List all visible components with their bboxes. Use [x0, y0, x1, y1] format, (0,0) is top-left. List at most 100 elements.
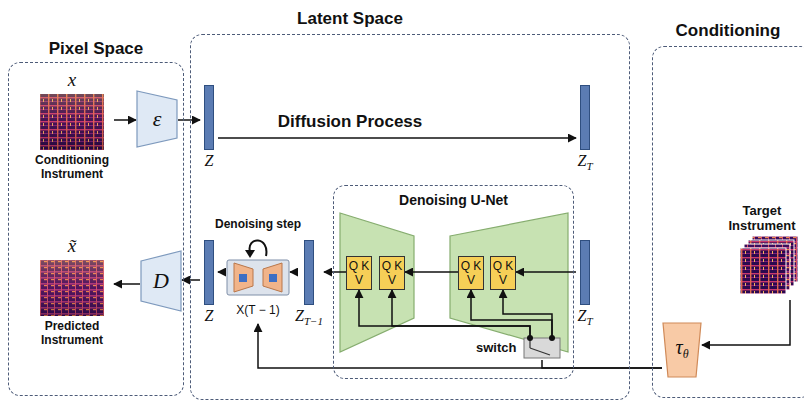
connector	[178, 119, 200, 121]
region-title: Latent Space	[190, 8, 510, 30]
spectrogram	[40, 94, 104, 150]
mini-square	[239, 274, 247, 282]
connector	[542, 360, 662, 368]
spectrogram	[40, 260, 104, 316]
region-title: Denoising U-Net	[333, 189, 574, 211]
connector	[290, 271, 294, 273]
switch-contact	[527, 335, 533, 341]
switch-box	[524, 338, 560, 358]
image-slot	[30, 94, 114, 150]
math-subscript: T	[586, 315, 592, 327]
math-label: x̃	[30, 236, 114, 256]
unet-decoder	[450, 213, 568, 352]
math-symbol: Z	[205, 307, 214, 324]
spectrogram-node: Target Instrument	[722, 203, 802, 300]
trapezoid	[663, 323, 701, 377]
mini-encoder	[234, 263, 253, 292]
vector-label: ZT−1	[294, 307, 324, 330]
block-symbol: D	[140, 250, 182, 312]
math-label: ZT−1	[295, 307, 323, 330]
vector-label: Z	[200, 152, 218, 170]
connector	[182, 279, 200, 281]
region-title: Pixel Space	[8, 38, 184, 60]
region-title: Conditioning	[652, 20, 804, 42]
spectrogram-glow	[40, 260, 104, 316]
connector	[503, 290, 552, 336]
decoder-block: D	[140, 250, 182, 312]
condition-encoder: τθ	[662, 322, 702, 378]
attention-label: Q K V	[347, 257, 371, 287]
connector	[405, 271, 458, 273]
denoising-step: Denoising stepX(T − 1)	[226, 216, 290, 324]
math-label: ZT	[577, 307, 592, 330]
caption: Predicted Instrument	[30, 319, 114, 347]
trapezoid	[141, 251, 181, 311]
connector	[218, 271, 226, 273]
region-panel: Pixel Space xConditioning Instrument εDx̃ P…	[8, 38, 184, 396]
region-panel: ConditioningTarget Instrument τθ	[652, 20, 804, 398]
attention-block: Q K V	[490, 256, 516, 290]
connector	[114, 119, 136, 121]
connector	[359, 290, 530, 336]
latent-vector: Z	[200, 85, 218, 170]
switch-label: switch	[476, 336, 516, 360]
vector-bar	[204, 240, 214, 305]
latent-vector: ZT−1	[294, 240, 324, 330]
mini-decoder	[263, 263, 282, 292]
vector-label: Z	[200, 307, 218, 325]
image-slot	[722, 236, 802, 300]
math-label: Z	[205, 307, 214, 325]
step-box	[227, 260, 289, 295]
math-symbol: Z	[577, 307, 586, 324]
vector-label: ZT	[576, 307, 594, 330]
switch-node: switch	[476, 336, 564, 360]
image-slot	[30, 260, 114, 316]
math-symbol: Z	[295, 307, 304, 324]
vector-bar	[204, 85, 214, 150]
step-label: X(T − 1)	[220, 302, 296, 318]
latent-vector: ZT	[576, 85, 594, 175]
switch-contact	[549, 335, 555, 341]
attention-block: Q K V	[379, 256, 405, 290]
attention-label: Q K V	[491, 257, 515, 287]
attention-block: Q K V	[346, 256, 372, 290]
latent-vector: Z	[200, 240, 218, 325]
math-label: x	[30, 70, 114, 90]
attention-label: Q K V	[459, 257, 483, 287]
loop-arrowhead	[245, 250, 255, 258]
spectrogram-glow	[40, 94, 104, 150]
spectrogram-stack	[740, 248, 786, 294]
connector	[324, 271, 346, 273]
spectrogram-node: x̃ Predicted Instrument	[30, 236, 114, 347]
mini-square	[269, 274, 277, 282]
spectrogram-node: xConditioning Instrument	[30, 70, 114, 181]
caption: Target Instrument	[722, 203, 802, 233]
encoder-block: ε	[136, 90, 178, 148]
math-symbol: Z	[205, 152, 214, 169]
connector	[218, 137, 576, 139]
unet-encoder	[340, 213, 414, 352]
math-symbol: Z	[577, 152, 586, 169]
edge-label: Diffusion Process	[276, 112, 425, 132]
switch-lever	[530, 348, 550, 355]
trapezoid	[137, 91, 177, 147]
block-symbol: ε	[136, 90, 178, 148]
unet-panel: Denoising U-Net Q K V Q K V Q K V Q K V switc…	[333, 185, 574, 379]
connector	[516, 271, 576, 273]
attention-block: Q K V	[458, 256, 484, 290]
attention-label: Q K V	[380, 257, 404, 287]
math-subscript: T−1	[304, 315, 323, 327]
connector	[258, 324, 662, 368]
vector-label: ZT	[576, 152, 594, 175]
math-subscript: θ	[683, 347, 689, 361]
symbol-holder: τθ	[662, 322, 702, 378]
connector	[392, 290, 530, 336]
switch-symbol	[522, 336, 562, 362]
region-panel: Latent SpaceZZTDenoising U-NetQ K VQ K V…	[190, 6, 630, 400]
caption: Conditioning Instrument	[30, 153, 114, 181]
connector	[702, 300, 790, 345]
math-subscript: T	[586, 160, 592, 172]
math-symbol: τ	[675, 336, 682, 358]
math-label: ZT	[577, 152, 592, 175]
